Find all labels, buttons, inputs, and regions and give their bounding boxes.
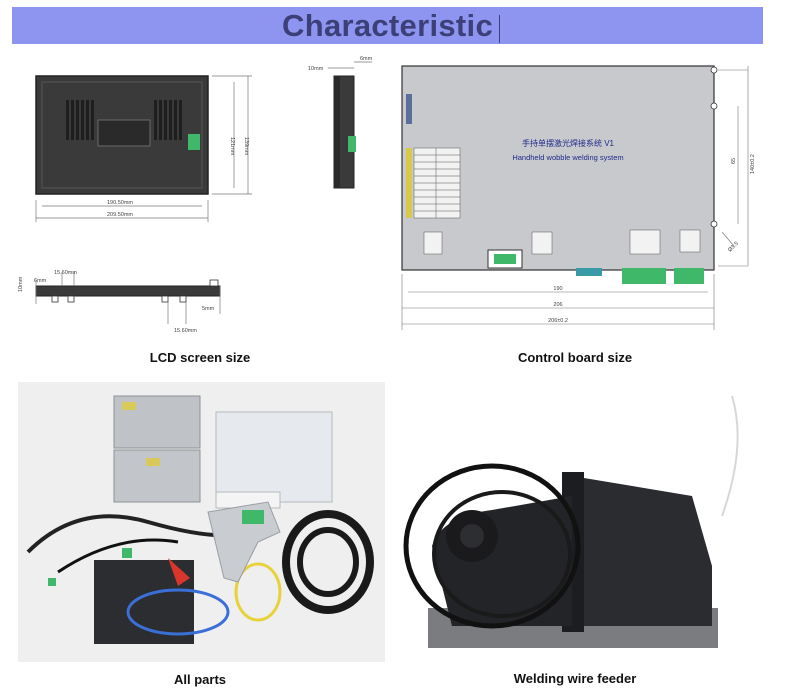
dim-side-thin: 6mm bbox=[360, 56, 373, 62]
board-dim-h1: 65 bbox=[731, 158, 737, 164]
board-dim-w2: 206 bbox=[553, 302, 562, 308]
dim-side-depth: 10mm bbox=[308, 66, 324, 72]
control-board-panel: 手持单摆激光焊接系统 V1 Handheld wobble welding sy… bbox=[388, 54, 768, 344]
caption-all-parts: All parts bbox=[173, 672, 226, 687]
dim-bottom-a: 15.60mm bbox=[54, 270, 77, 276]
red-clamp bbox=[168, 558, 190, 586]
lcd-green-connector bbox=[188, 134, 200, 150]
caption-welding-wire-feeder: Welding wire feeder bbox=[513, 671, 637, 686]
text-cursor bbox=[499, 15, 500, 43]
lcd-vents-right bbox=[154, 100, 182, 140]
header-banner: Characteristic bbox=[12, 7, 763, 44]
lcd-bottom-body bbox=[35, 285, 221, 297]
feeder-cable-coil bbox=[403, 463, 581, 629]
dim-bottom-b: 6mm bbox=[34, 278, 47, 284]
page-title: Characteristic bbox=[282, 8, 493, 43]
board-dim-h2: 140±0.2 bbox=[750, 154, 756, 174]
lcd-technical-drawing: 190.50mm 209.50mm 121mm 139mm 10mm 6mm 1… bbox=[18, 56, 373, 334]
board-dim-hole: Ø3.5 bbox=[727, 241, 740, 254]
yellow-wire bbox=[234, 562, 282, 622]
lcd-drawing-panel: 190.50mm 209.50mm 121mm 139mm 10mm 6mm 1… bbox=[12, 52, 392, 342]
board-dim-w1: 190 bbox=[553, 286, 562, 292]
dim-width-outer: 209.50mm bbox=[107, 212, 133, 218]
cable-coil bbox=[282, 510, 374, 614]
blue-hose bbox=[126, 588, 230, 636]
board-title-cn: 手持单摆激光焊接系统 V1 bbox=[522, 138, 615, 148]
lcd-vents-left bbox=[66, 100, 94, 140]
dim-height-outer: 139mm bbox=[243, 137, 249, 156]
dim-bottom-c: 10mm bbox=[18, 276, 24, 292]
wire-feeder-photo bbox=[392, 386, 762, 664]
board-label-table bbox=[413, 147, 461, 219]
board-dim-w3: 206±0.2 bbox=[548, 318, 568, 324]
dim-height-inner: 121mm bbox=[229, 137, 235, 156]
control-board-drawing: 手持单摆激光焊接系统 V1 Handheld wobble welding sy… bbox=[401, 65, 756, 330]
power-supply-2 bbox=[113, 449, 201, 503]
dim-bottom-d: 15.60mm bbox=[174, 328, 197, 334]
dim-bottom-e: 5mm bbox=[202, 306, 215, 312]
all-parts-photo bbox=[18, 382, 385, 662]
caption-lcd-screen-size: LCD screen size bbox=[149, 350, 251, 365]
dim-width-inner: 190.50mm bbox=[107, 200, 133, 206]
lcd-package bbox=[215, 411, 333, 503]
board-title-en: Handheld wobble welding system bbox=[512, 153, 623, 162]
board-green-terminal-1 bbox=[622, 268, 666, 284]
board-green-terminal-2 bbox=[674, 268, 704, 284]
feeder-housing bbox=[572, 476, 712, 626]
caption-control-board-size: Control board size bbox=[517, 350, 633, 365]
